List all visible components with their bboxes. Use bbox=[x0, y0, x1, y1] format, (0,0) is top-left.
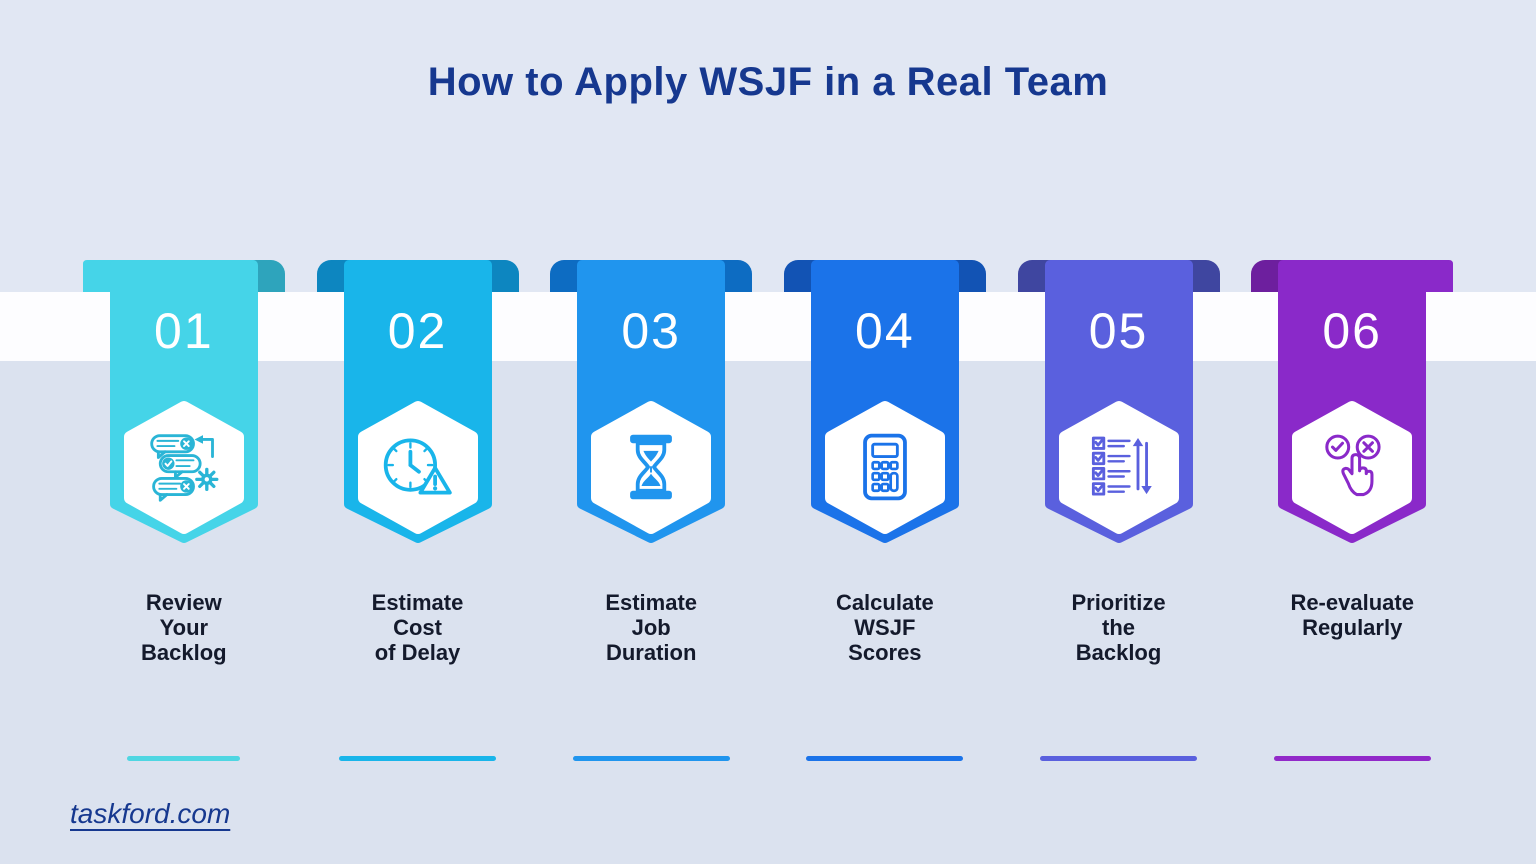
clock-warning-icon bbox=[383, 438, 452, 495]
ribbon-banner bbox=[1017, 260, 1220, 543]
step-underline bbox=[572, 756, 730, 761]
step-01: 01 bbox=[67, 260, 301, 780]
ribbon-banner bbox=[82, 260, 285, 543]
step-04: 04 Calculate WSJF Scores bbox=[768, 260, 1002, 780]
step-label: Prioritize the Backlog bbox=[1071, 590, 1166, 665]
background-top bbox=[0, 0, 1536, 292]
step-underline bbox=[1040, 756, 1198, 761]
hourglass-icon bbox=[630, 434, 673, 500]
step-underline bbox=[127, 756, 241, 761]
step-label: Review Your Backlog bbox=[141, 590, 227, 665]
step-number: 02 bbox=[387, 303, 448, 359]
steps-row: 01 bbox=[67, 260, 1469, 780]
step-label: Estimate Cost of Delay bbox=[371, 590, 464, 665]
chat-backlog-icon bbox=[150, 434, 219, 502]
step-05: 05 bbox=[1002, 260, 1236, 780]
step-underline bbox=[806, 756, 964, 761]
step-02: 02 Estimate Cost of Delay bbox=[301, 260, 535, 780]
step-underline bbox=[339, 756, 496, 761]
ribbon-banner bbox=[316, 260, 519, 543]
ribbon-banner bbox=[783, 260, 986, 543]
step-label: Calculate WSJF Scores bbox=[835, 590, 934, 665]
calculator-icon bbox=[862, 433, 907, 501]
step-06: 06 Re-evaluate Regularly bbox=[1235, 260, 1469, 780]
taskford-link[interactable]: taskford.com bbox=[70, 798, 231, 829]
step-label: Re-evaluate Regularly bbox=[1290, 590, 1414, 640]
step-03: 03 Estimate Job Duration bbox=[534, 260, 768, 780]
page-title: How to Apply WSJF in a Real Team bbox=[427, 60, 1109, 104]
checklist-icon bbox=[1091, 436, 1152, 496]
step-number: 05 bbox=[1088, 303, 1149, 359]
pointer-choice-icon bbox=[1325, 434, 1381, 497]
step-number: 01 bbox=[154, 303, 214, 359]
ribbon-banner bbox=[550, 260, 753, 543]
step-number: 06 bbox=[1322, 303, 1382, 359]
step-number: 04 bbox=[855, 303, 915, 359]
step-label: Estimate Job Duration bbox=[605, 590, 698, 665]
step-underline bbox=[1273, 756, 1431, 761]
step-number: 03 bbox=[621, 303, 681, 359]
